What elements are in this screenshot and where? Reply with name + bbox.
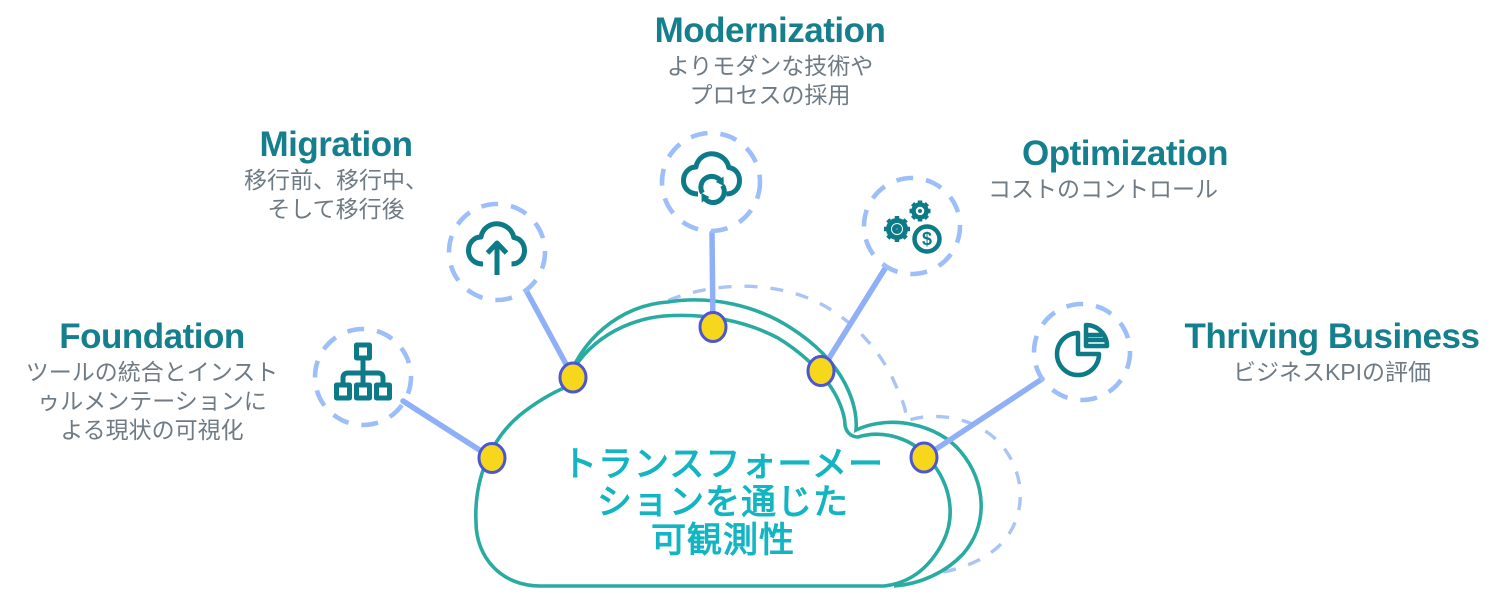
stage-description-line: そして移行後 bbox=[267, 196, 405, 222]
stage-title: Foundation bbox=[59, 317, 245, 356]
stage-description-line: コストのコントロール bbox=[988, 176, 1218, 202]
cloud-upload-icon bbox=[466, 221, 527, 275]
connector-migration bbox=[524, 289, 576, 380]
node-dot-modernization bbox=[698, 311, 728, 343]
connector-optimization bbox=[818, 264, 889, 374]
sitemap-icon bbox=[334, 342, 392, 401]
stage-title: Optimization bbox=[1022, 134, 1228, 173]
stage-description-line: よりモダンな技術や bbox=[666, 53, 874, 79]
dollar-symbol: $ bbox=[922, 229, 932, 249]
stage-thriving-business: Thriving Business ビジネスKPIの評価 bbox=[1185, 316, 1480, 387]
cloud-center-label-line: 可観測性 bbox=[650, 521, 795, 560]
cloud-silhouette bbox=[475, 299, 982, 586]
connector-foundation bbox=[400, 398, 495, 461]
node-dot-thriving bbox=[909, 441, 939, 474]
stage-description-line: ツールの統合とインスト bbox=[25, 359, 279, 385]
stage-description-line: よる現状の可視化 bbox=[60, 417, 244, 443]
stage-description-line: ビジネスKPIの評価 bbox=[1232, 359, 1432, 385]
connector-thriving bbox=[921, 376, 1045, 460]
node-dot-migration bbox=[558, 361, 588, 394]
stage-title: Thriving Business bbox=[1184, 317, 1480, 356]
stage-description-line: ゥルメンテーションに bbox=[37, 388, 267, 414]
cloud-outline-outer bbox=[564, 298, 983, 588]
stage-circle-optimization bbox=[861, 175, 963, 277]
node-dot-foundation bbox=[477, 442, 507, 474]
cloud-center-label: トランスフォーメー ションを通じた 可観測性 bbox=[562, 446, 884, 560]
stage-circle-migration bbox=[446, 201, 548, 303]
stage-description-line: 移行前、移行中、 bbox=[244, 167, 428, 193]
stage-migration: Migration 移行前、移行中、 そして移行後 bbox=[244, 124, 428, 224]
stage-description-line: プロセスの採用 bbox=[689, 82, 851, 108]
pie-chart-icon bbox=[1054, 322, 1110, 378]
stage-circle-foundation bbox=[312, 326, 414, 428]
stage-foundation: Foundation ツールの統合とインスト ゥルメンテーションに よる現状の可… bbox=[26, 316, 279, 445]
cloud-center-label-line: トランスフォーメー bbox=[562, 445, 884, 484]
stage-title: Modernization bbox=[654, 11, 886, 50]
stage-optimization: Optimization コストのコントロール bbox=[988, 133, 1240, 204]
stage-circle-modernization bbox=[659, 130, 763, 234]
stage-circle-thriving bbox=[1031, 301, 1133, 403]
gears-dollar-icon: $ bbox=[884, 200, 942, 254]
stage-title: Migration bbox=[259, 125, 413, 164]
cloud-center-label-line: ションを通じた bbox=[596, 483, 849, 522]
cloud-sync-icon bbox=[681, 151, 742, 206]
stage-modernization: Modernization よりモダンな技術や プロセスの採用 bbox=[655, 10, 886, 110]
node-dot-optimization bbox=[806, 355, 836, 387]
